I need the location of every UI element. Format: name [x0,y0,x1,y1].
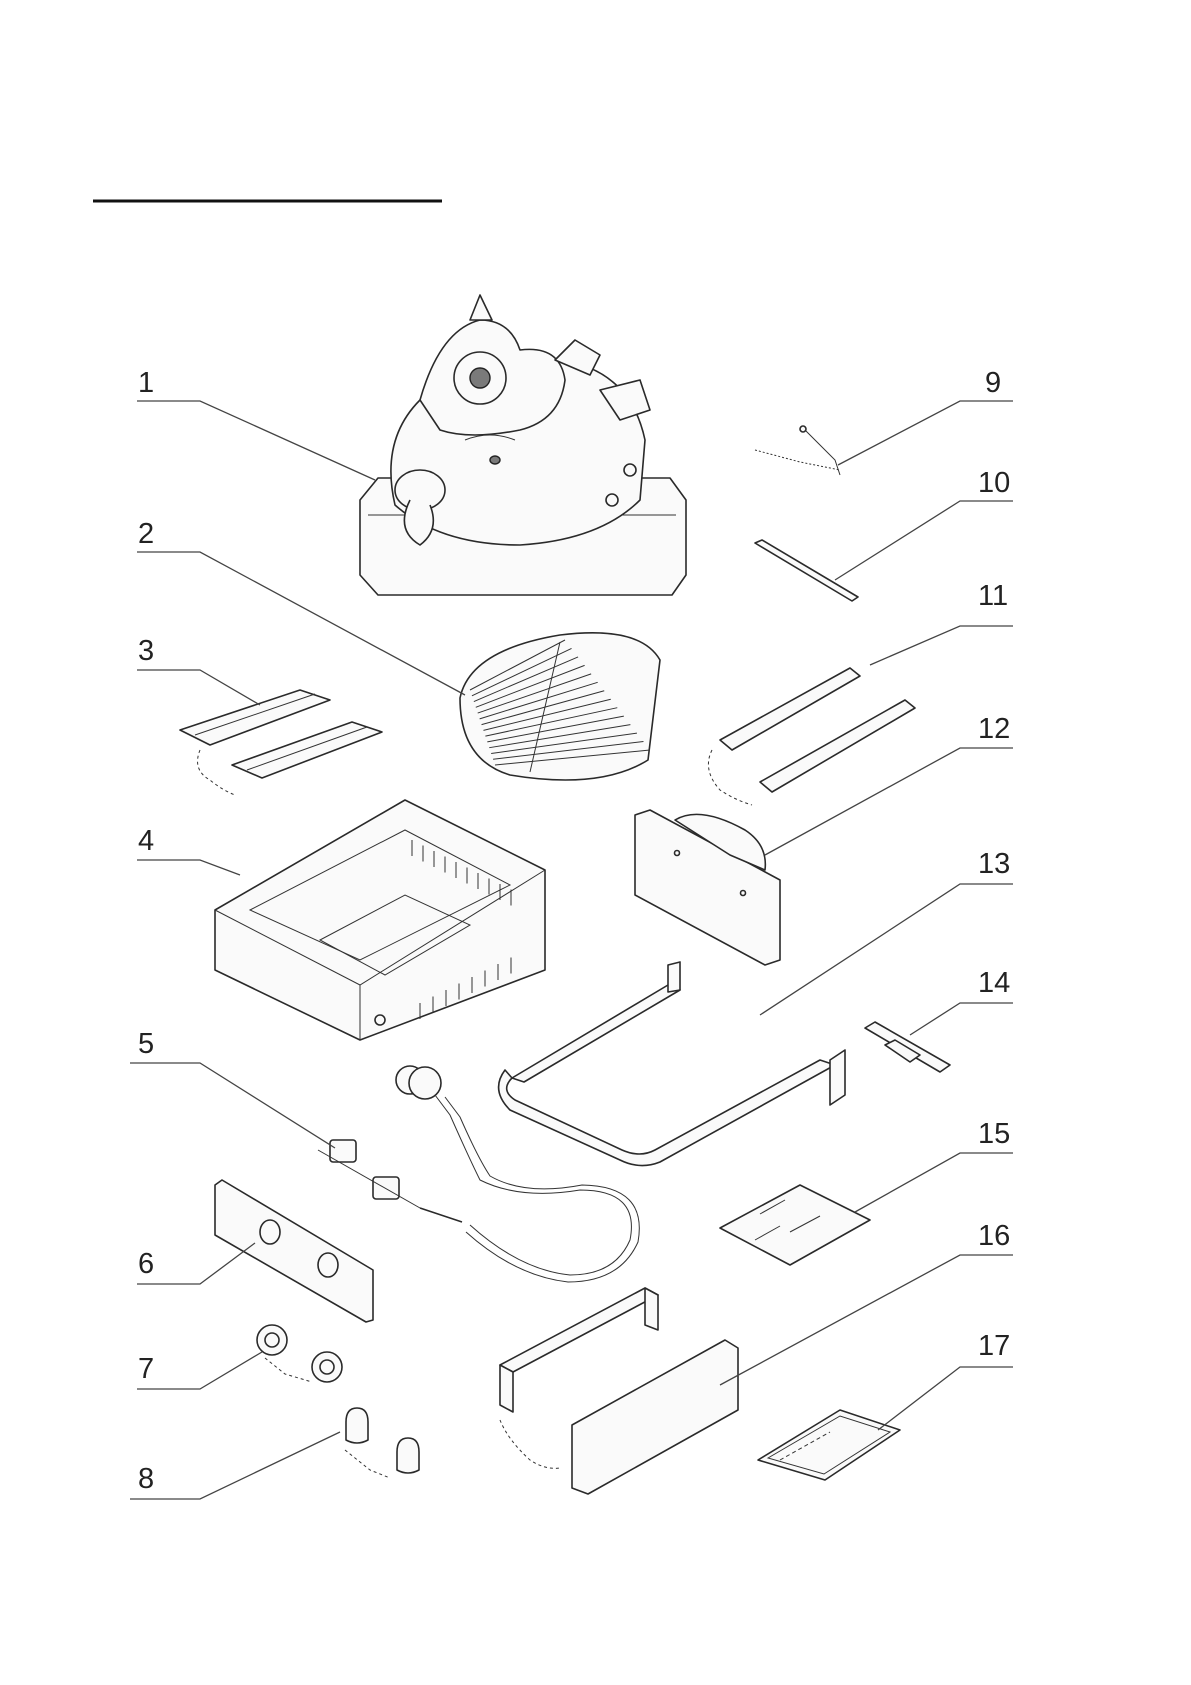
callout-15: 15 [855,1118,1013,1212]
valve-and-regulator-hose-icon [318,1066,639,1282]
callout-label: 1 [138,367,154,399]
callout-label: 15 [978,1118,1010,1150]
heat-shield-icon [720,1185,870,1265]
callout-label: 9 [985,367,1001,399]
callout-10: 10 [835,467,1013,580]
callout-12: 12 [765,713,1013,855]
lid-with-bull-head-icon [360,295,686,595]
callout-3: 3 [137,635,260,705]
callout-label: 11 [978,580,1008,612]
callout-label: 14 [978,967,1010,999]
grease-tray-icon [758,1410,900,1480]
callout-label: 5 [138,1028,154,1060]
callout-label: 16 [978,1220,1010,1252]
callout-label: 13 [978,848,1010,880]
callout-1: 1 [137,367,375,480]
callout-label: 3 [138,635,154,667]
cooking-grate-icon [460,633,660,780]
firebox-icon [215,800,545,1040]
tube-frame-icon [499,962,845,1166]
callout-17: 17 [878,1330,1013,1430]
callout-13: 13 [760,848,1013,1015]
bracket-bar-icon [755,540,858,601]
flame-tamer-icon [180,690,382,795]
callout-label: 7 [138,1353,154,1385]
callout-label: 4 [138,825,154,857]
callout-label: 17 [978,1330,1010,1362]
callout-label: 2 [138,518,154,550]
knob-bezel-icon [257,1325,342,1382]
callout-label: 10 [978,467,1010,499]
callout-5: 5 [130,1028,335,1148]
callout-label: 8 [138,1463,154,1495]
callout-6: 6 [137,1243,255,1284]
burner-tube-icon [708,668,915,805]
callout-14: 14 [910,967,1013,1035]
match-holder-chain-icon [755,426,840,475]
mounting-bracket-icon [865,1022,950,1072]
callout-8: 8 [130,1432,340,1499]
callout-7: 7 [137,1352,262,1389]
callout-9: 9 [838,367,1013,465]
control-knob-icon [345,1408,419,1478]
front-rear-panel-icon [500,1288,738,1494]
callout-4: 4 [137,825,240,875]
callout-label: 12 [978,713,1010,745]
control-panel-icon [215,1180,373,1322]
side-panel-icon [635,810,780,965]
callout-label: 6 [138,1248,154,1280]
callout-11: 11 [870,580,1013,665]
